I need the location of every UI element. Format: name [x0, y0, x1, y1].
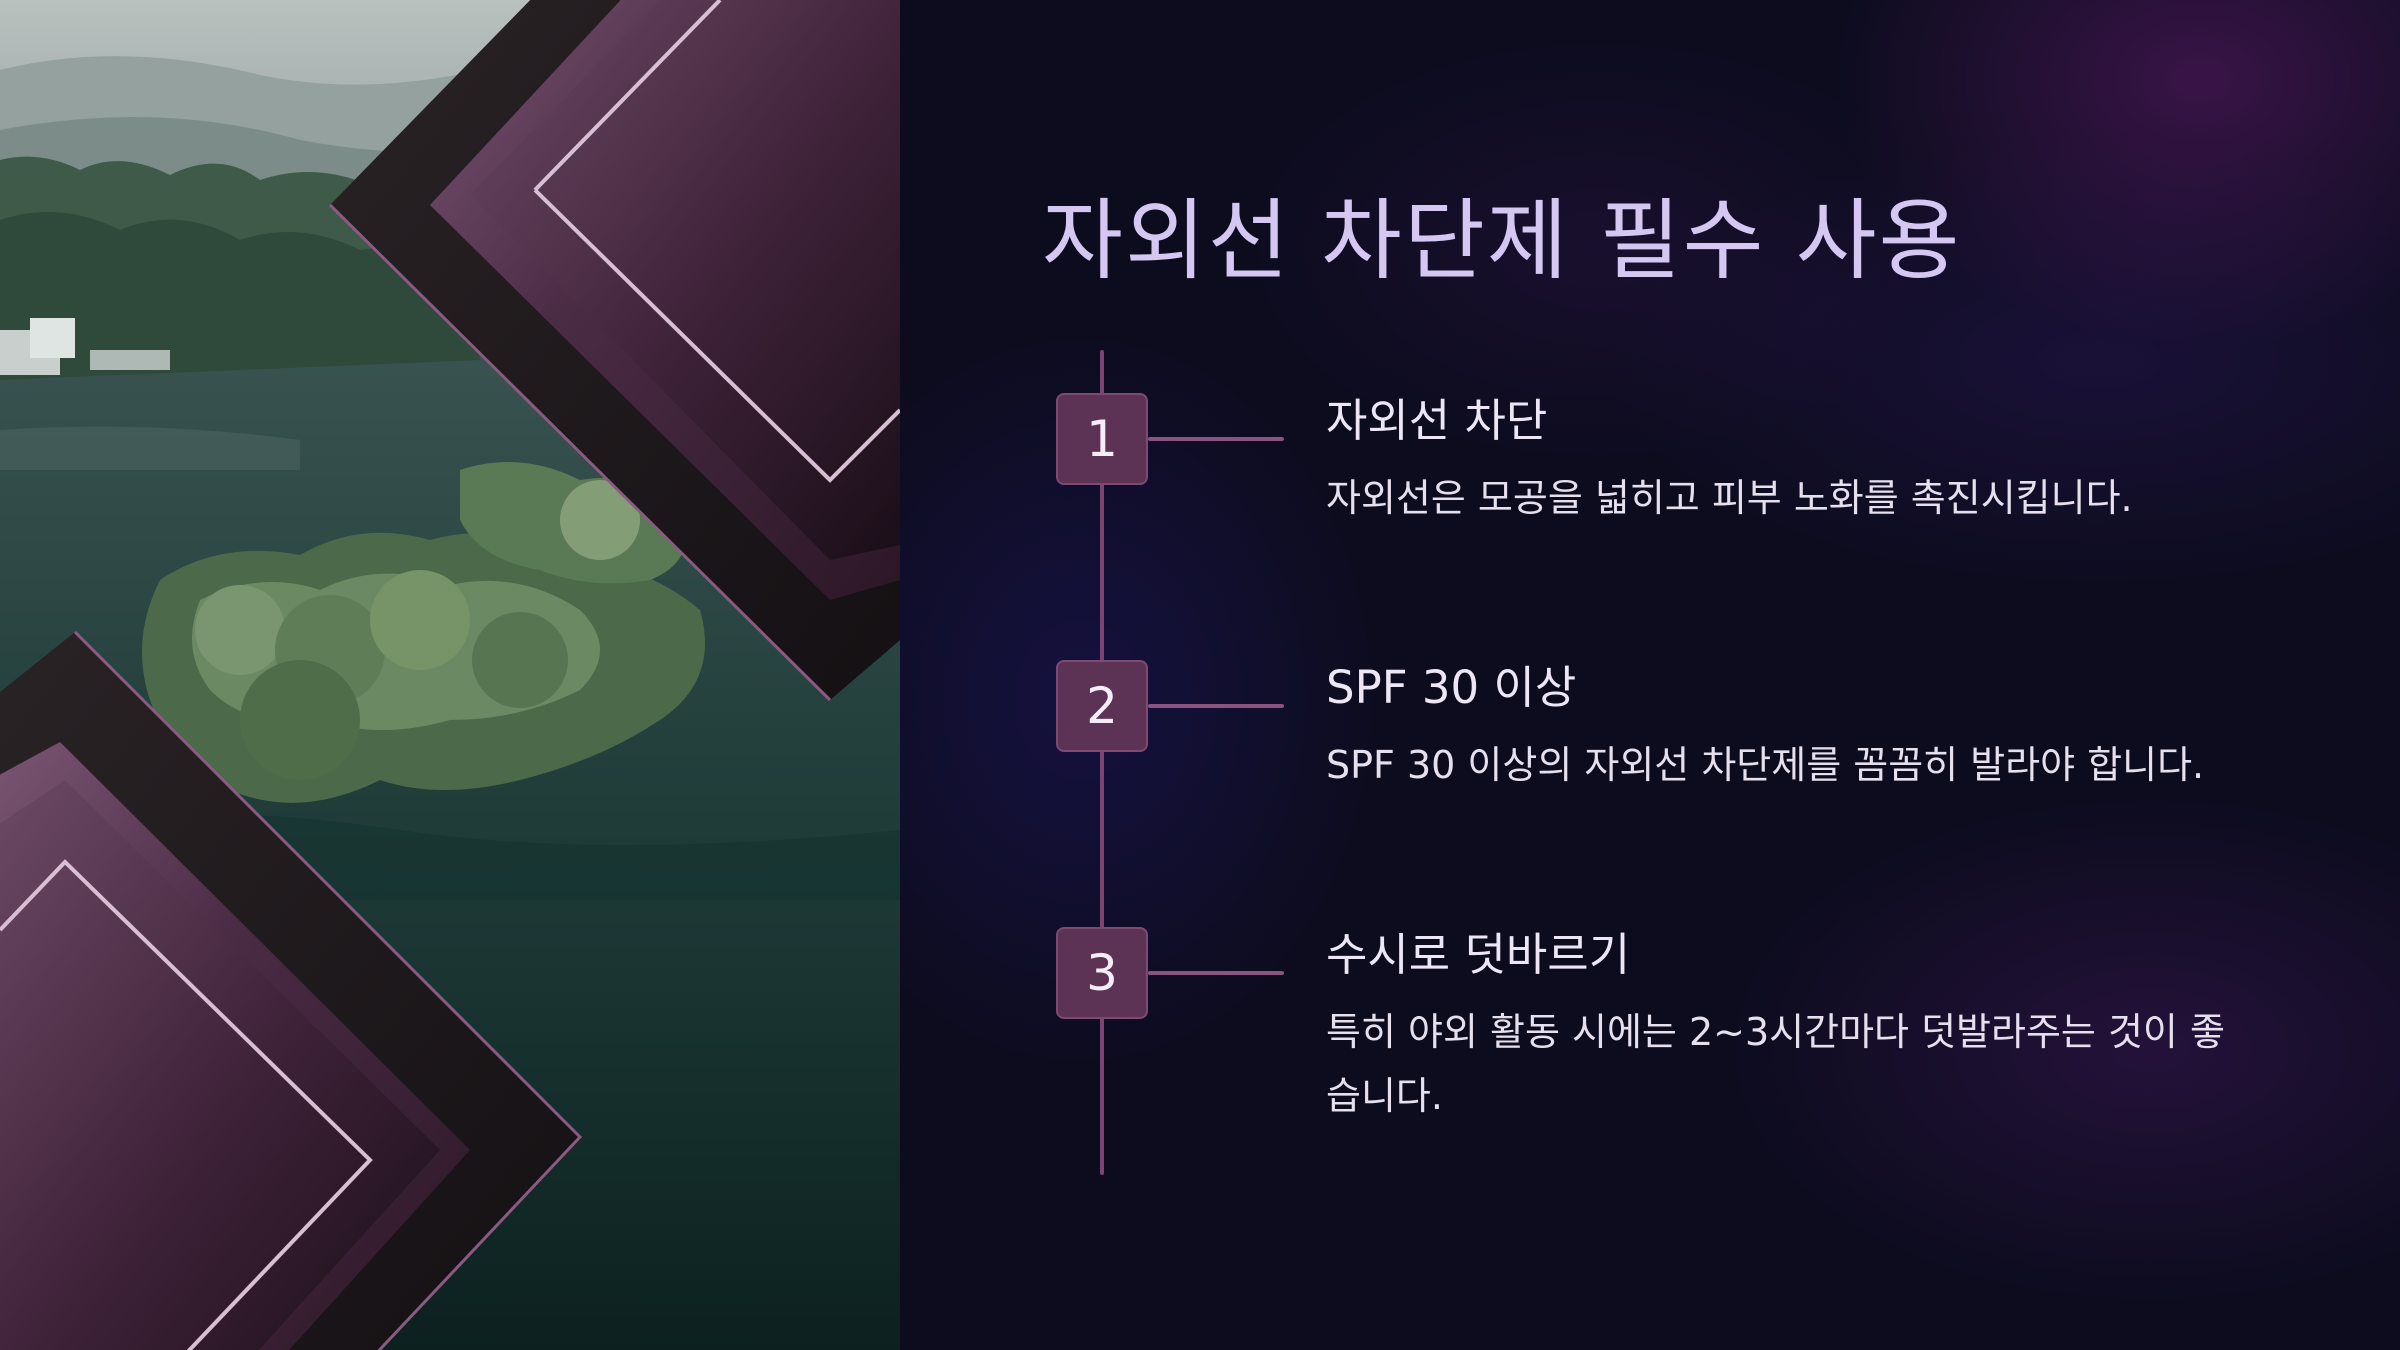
step-1-description: 자외선은 모공을 넓히고 피부 노화를 촉진시킵니다.: [1326, 476, 2133, 520]
step-2-description: SPF 30 이상의 자외선 차단제를 꼼꼼히 발라야 합니다.: [1326, 743, 2205, 787]
diamond-frame-bottom: [0, 630, 583, 1350]
timeline-line: [1100, 350, 1104, 1175]
step-2-connector: [1148, 704, 1284, 708]
step-3-number-badge: 3: [1056, 927, 1148, 1019]
step-2-title: SPF 30 이상: [1326, 661, 1577, 714]
diamond-frame-top: [328, 0, 900, 702]
lake-landscape-photo: [0, 0, 900, 1350]
step-1-number-badge: 1: [1056, 393, 1148, 485]
slide-title: 자외선 차단제 필수 사용: [1042, 189, 1962, 292]
step-1-connector: [1148, 437, 1284, 441]
step-3-title: 수시로 덧바르기: [1326, 928, 1631, 981]
lake-landscape-image: [0, 0, 900, 1350]
step-1-title: 자외선 차단: [1326, 394, 1548, 447]
content-panel: 자외선 차단제 필수 사용 1 자외선 차단 자외선은 모공을 넓히고 피부 노…: [900, 0, 2400, 1350]
step-3-description: 특히 야외 활동 시에는 2~3시간마다 덧발라주는 것이 좋습니다.: [1326, 1010, 2225, 1118]
step-3-connector: [1148, 971, 1284, 975]
step-2-number-badge: 2: [1056, 660, 1148, 752]
